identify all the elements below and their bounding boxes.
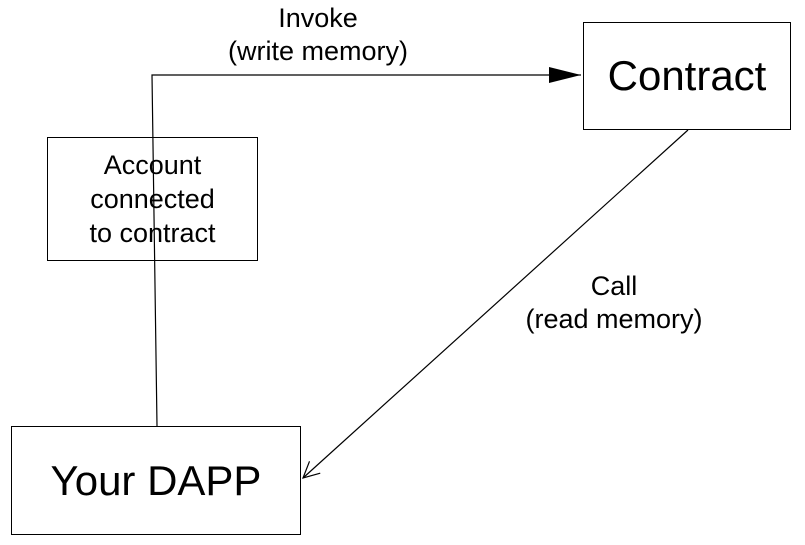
call-edge-label: Call (read memory) (484, 270, 744, 336)
dapp-node-label: Your DAPP (50, 456, 262, 504)
account-label-line-1: Account (103, 150, 202, 180)
call-label-line-1: Call (590, 271, 638, 301)
dapp-node: Your DAPP (11, 426, 301, 535)
account-label-line-2: connected (90, 184, 215, 214)
account-label-line-3: to contract (89, 218, 216, 248)
invoke-label-line-1: Invoke (278, 3, 358, 33)
invoke-edge (151, 67, 581, 427)
call-edge (302, 129, 689, 479)
account-node: Account connected to contract (47, 137, 258, 261)
contract-node: Contract (583, 22, 791, 130)
invoke-label-line-2: (write memory) (228, 36, 408, 66)
invoke-edge-label: Invoke (write memory) (188, 2, 448, 68)
contract-node-label: Contract (607, 52, 767, 99)
call-label-line-2: (read memory) (525, 304, 703, 334)
account-node-label: Account connected to contract (48, 138, 257, 260)
